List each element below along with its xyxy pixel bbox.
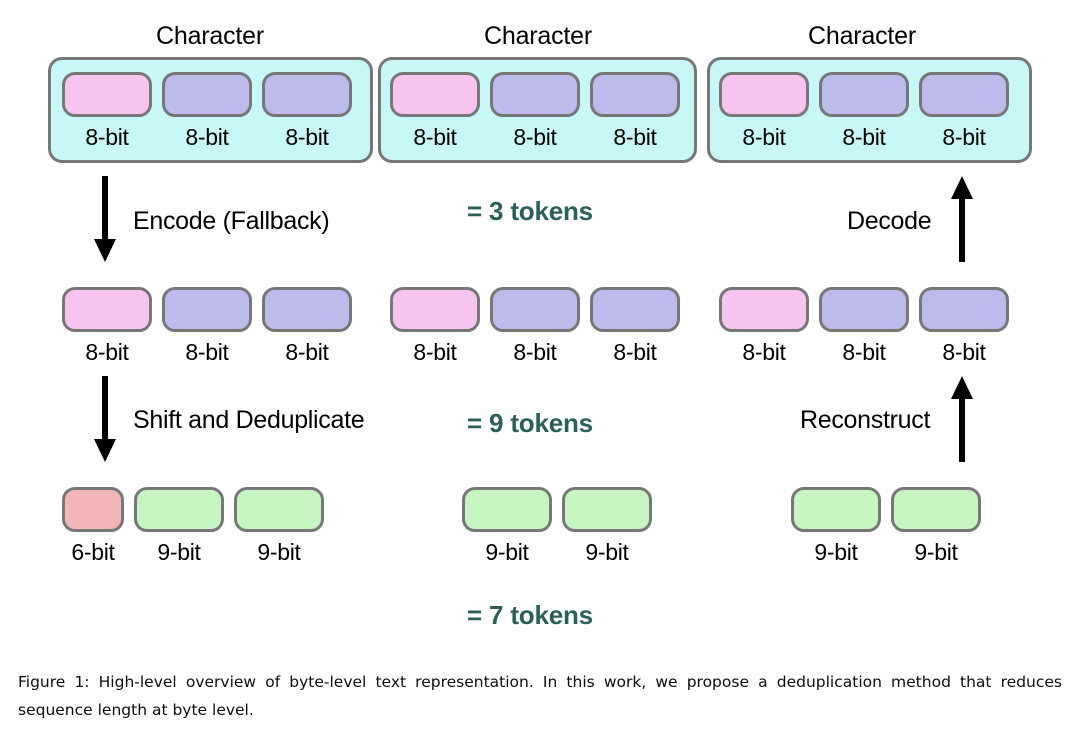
- character-byte-cell-label: 8-bit: [185, 124, 229, 150]
- reconstruct-label: Reconstruct: [800, 406, 931, 434]
- encoded-byte-cell: [390, 287, 480, 332]
- dedup-token-cell-label: 9-bit: [257, 539, 301, 565]
- encoded-byte-cell: [162, 287, 252, 332]
- dedup-token-cell-label: 9-bit: [914, 539, 958, 565]
- encoded-byte-cell-label: 8-bit: [742, 339, 786, 365]
- encoded-byte-cell-label: 8-bit: [285, 339, 329, 365]
- encoded-byte-cell: [490, 287, 580, 332]
- dedup-token-cell: [462, 487, 552, 532]
- shift-and-deduplicate-label: Shift and Deduplicate: [133, 406, 365, 434]
- dedup-token-cell-label: 9-bit: [585, 539, 629, 565]
- character-group-label: Character: [484, 22, 592, 50]
- character-byte-cell: [719, 72, 809, 117]
- token-count-label: = 9 tokens: [467, 408, 593, 438]
- encoded-byte-cell: [62, 287, 152, 332]
- dedup-token-cell-label: 9-bit: [157, 539, 201, 565]
- encoded-byte-cell-label: 8-bit: [85, 339, 129, 365]
- character-group-label: Character: [808, 22, 916, 50]
- encoded-byte-cell: [590, 287, 680, 332]
- character-byte-cell-label: 8-bit: [285, 124, 329, 150]
- encoded-byte-cell: [819, 287, 909, 332]
- character-byte-cell: [819, 72, 909, 117]
- character-byte-cell: [490, 72, 580, 117]
- dedup-token-cell: [791, 487, 881, 532]
- character-byte-cell-label: 8-bit: [742, 124, 786, 150]
- character-byte-cell: [590, 72, 680, 117]
- figure-caption: Figure 1: High-level overview of byte-le…: [18, 673, 1062, 719]
- encoded-byte-cell: [262, 287, 352, 332]
- figure-diagram: Character Character Character 8-bit 8-bit 8-b…: [48, 22, 1032, 630]
- encoded-byte-cell-label: 8-bit: [513, 339, 557, 365]
- reconstruct-arrow-icon: [951, 376, 973, 462]
- character-byte-cell: [62, 72, 152, 117]
- shift-and-deduplicate-arrow-icon: [94, 376, 116, 462]
- decode-label: Decode: [847, 207, 932, 235]
- encode-(fallback)-arrow-icon: [94, 176, 116, 262]
- character-byte-cell-label: 8-bit: [942, 124, 986, 150]
- decode-arrow-icon: [951, 176, 973, 262]
- character-byte-cell-label: 8-bit: [413, 124, 457, 150]
- character-byte-cell: [390, 72, 480, 117]
- dedup-token-cell-label: 9-bit: [485, 539, 529, 565]
- dedup-token-cell: [234, 487, 324, 532]
- dedup-token-cell-label: 9-bit: [814, 539, 858, 565]
- encoded-byte-cell-label: 8-bit: [613, 339, 657, 365]
- dedup-token-cell: [62, 487, 124, 532]
- encoded-byte-cell-label: 8-bit: [185, 339, 229, 365]
- encoded-byte-cell-label: 8-bit: [413, 339, 457, 365]
- character-group-label: Character: [156, 22, 264, 50]
- dedup-token-cell-label: 6-bit: [71, 539, 115, 565]
- encode-(fallback)-label: Encode (Fallback): [133, 207, 330, 235]
- character-byte-cell: [262, 72, 352, 117]
- dedup-token-cell: [562, 487, 652, 532]
- encoded-byte-cell-label: 8-bit: [942, 339, 986, 365]
- token-count-label: = 3 tokens: [467, 196, 593, 226]
- token-count-label: = 7 tokens: [467, 600, 593, 630]
- character-byte-cell: [919, 72, 1009, 117]
- character-byte-cell-label: 8-bit: [85, 124, 129, 150]
- dedup-token-cell: [134, 487, 224, 532]
- encoded-byte-cell: [919, 287, 1009, 332]
- encoded-byte-cell: [719, 287, 809, 332]
- encoded-byte-cell-label: 8-bit: [842, 339, 886, 365]
- character-byte-cell-label: 8-bit: [842, 124, 886, 150]
- dedup-token-cell: [891, 487, 981, 532]
- character-byte-cell: [162, 72, 252, 117]
- character-byte-cell-label: 8-bit: [513, 124, 557, 150]
- character-byte-cell-label: 8-bit: [613, 124, 657, 150]
